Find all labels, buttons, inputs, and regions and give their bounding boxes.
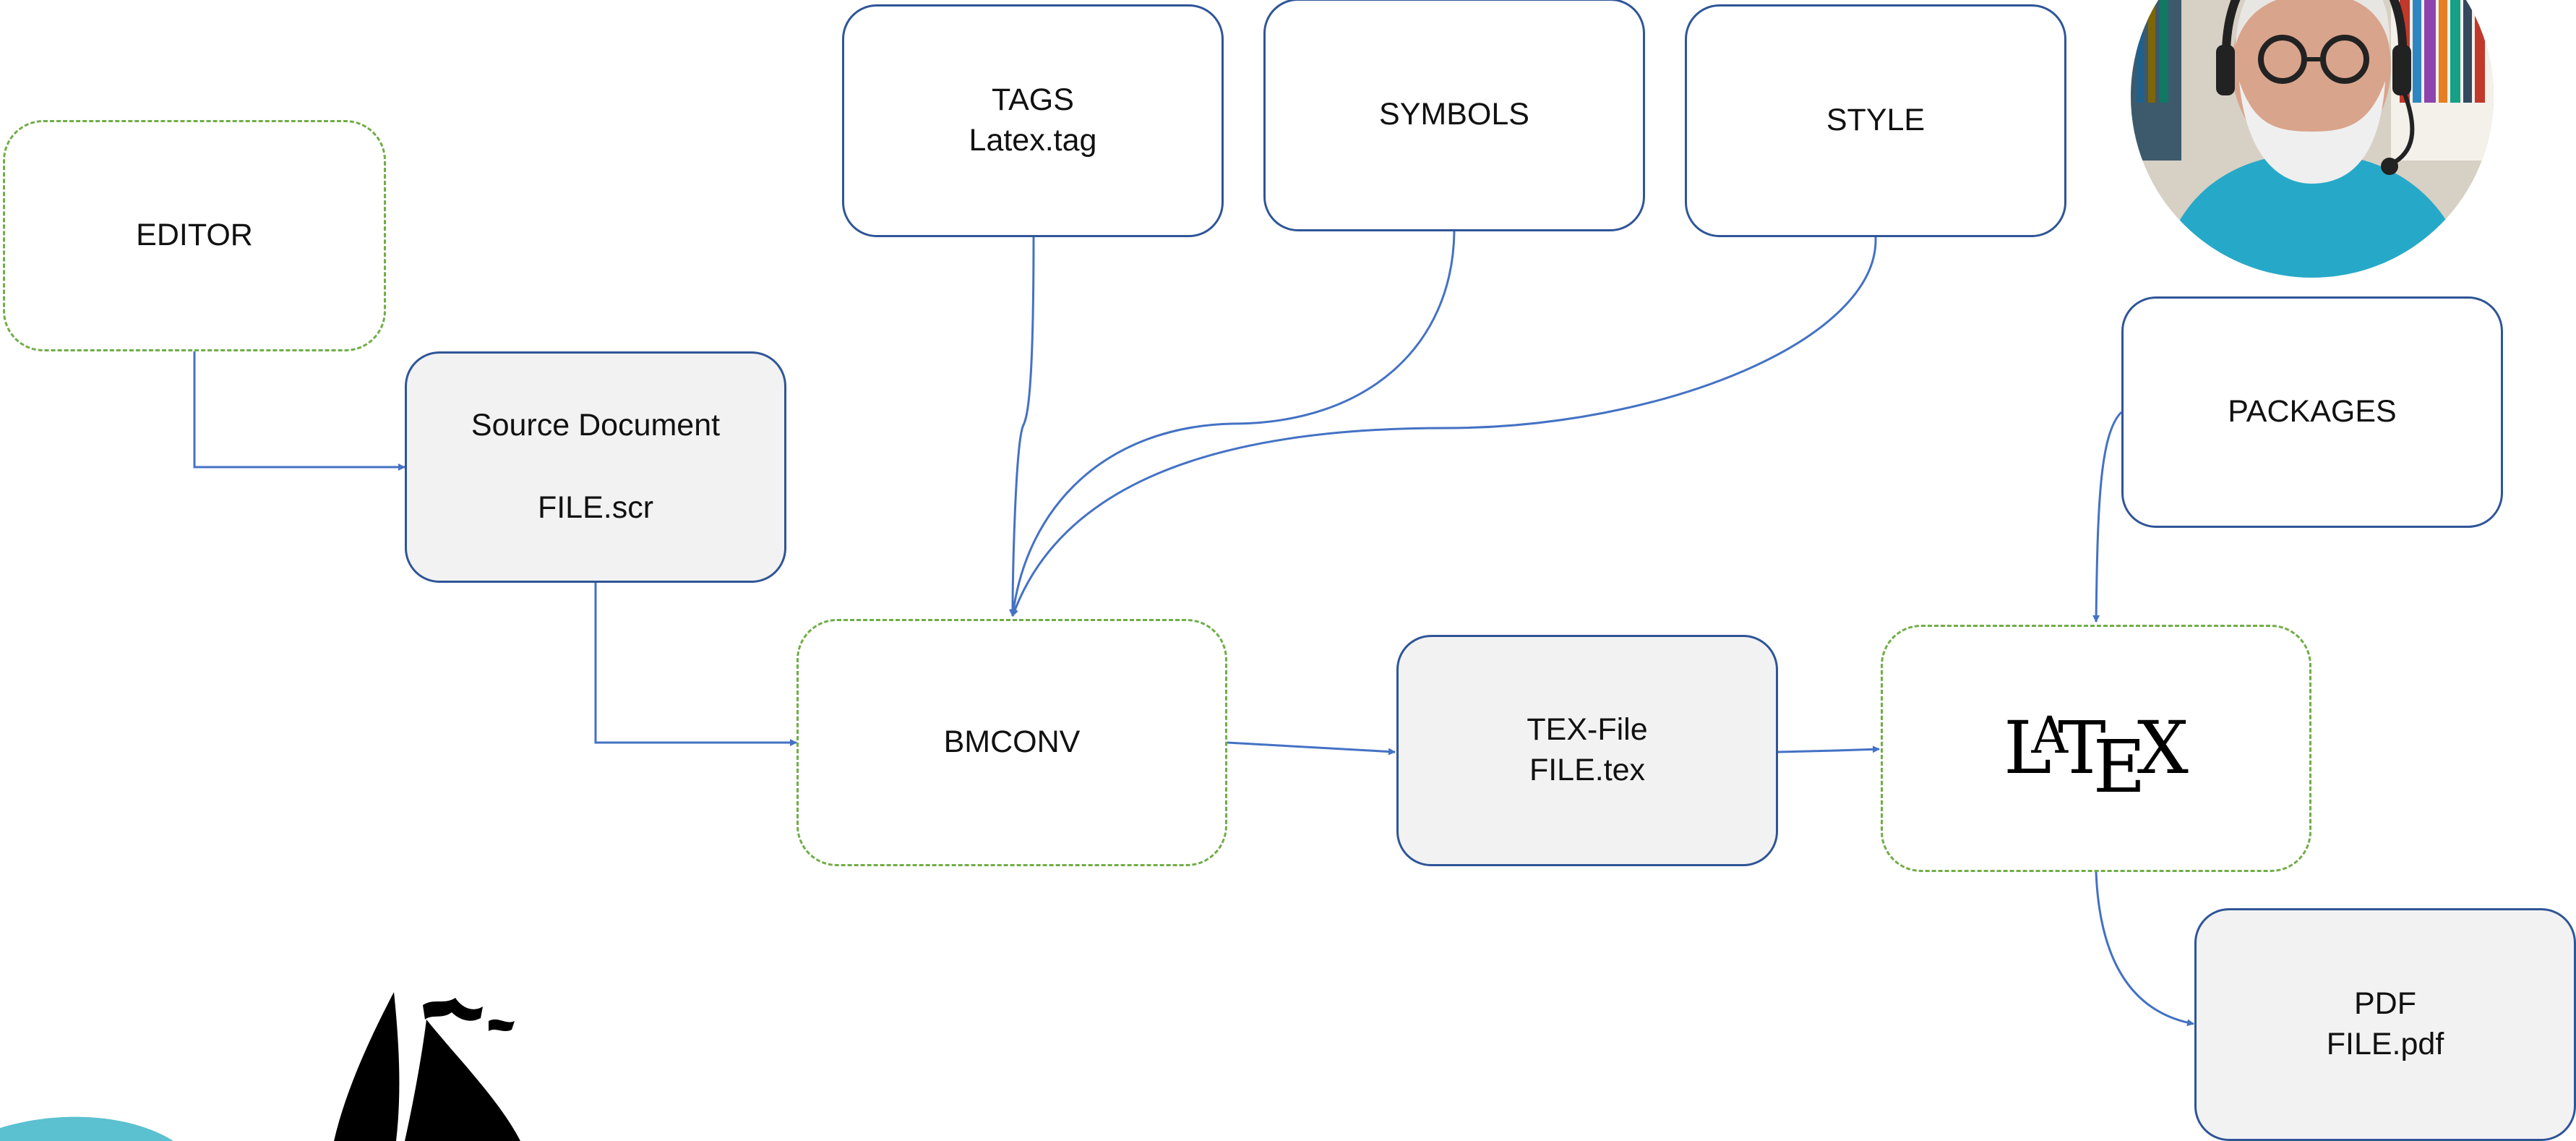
symbols-box: SYMBOLS xyxy=(1263,0,1645,231)
presenter-webcam-icon xyxy=(2131,0,2494,278)
tags-filename: Latex.tag xyxy=(969,123,1097,158)
pdf-title: PDF xyxy=(2354,986,2416,1022)
editor-box: EDITOR xyxy=(3,120,386,351)
connector-editor-to-source xyxy=(193,351,405,471)
source-document-filename: FILE.scr xyxy=(537,490,654,525)
source-document-title: Source Document xyxy=(471,408,721,443)
slide-title: Overview xyxy=(129,0,664,19)
symbols-label: SYMBOLS xyxy=(1379,97,1529,132)
tex-file-box: TEX-File FILE.tex xyxy=(1396,635,1778,866)
editor-label: EDITOR xyxy=(136,218,253,253)
pdf-filename: FILE.pdf xyxy=(2326,1027,2444,1061)
packages-box: PACKAGES xyxy=(2121,296,2503,528)
connector-texfile-to-latex xyxy=(1777,745,1880,753)
tags-title: TAGS xyxy=(992,82,1074,118)
connector-source-to-bmconv xyxy=(594,583,797,746)
connector-latex-to-pdf xyxy=(2095,871,2194,1027)
tags-box: TAGS Latex.tag xyxy=(842,4,1224,237)
packages-label: PACKAGES xyxy=(2228,394,2397,430)
connector-symbols-to-bmconv xyxy=(1010,231,1456,617)
bmconv-label: BMCONV xyxy=(943,725,1081,760)
connector-style-to-bmconv xyxy=(1011,236,1877,617)
sailboat-logo-icon xyxy=(0,992,520,1141)
connector-bmconv-to-texfile xyxy=(1227,741,1396,756)
source-document-box: Source Document FILE.scr xyxy=(405,351,786,583)
connector-packages-to-latex xyxy=(2092,411,2123,623)
style-label: STYLE xyxy=(1826,103,1925,138)
connector-tags-to-bmconv xyxy=(1009,236,1035,617)
tex-file-filename: FILE.tex xyxy=(1529,753,1646,787)
style-box: STYLE xyxy=(1685,4,2066,237)
tex-file-title: TEX-File xyxy=(1527,712,1648,748)
pdf-box: PDF FILE.pdf xyxy=(2194,908,2576,1141)
bmconv-box: BMCONV xyxy=(797,619,1227,866)
